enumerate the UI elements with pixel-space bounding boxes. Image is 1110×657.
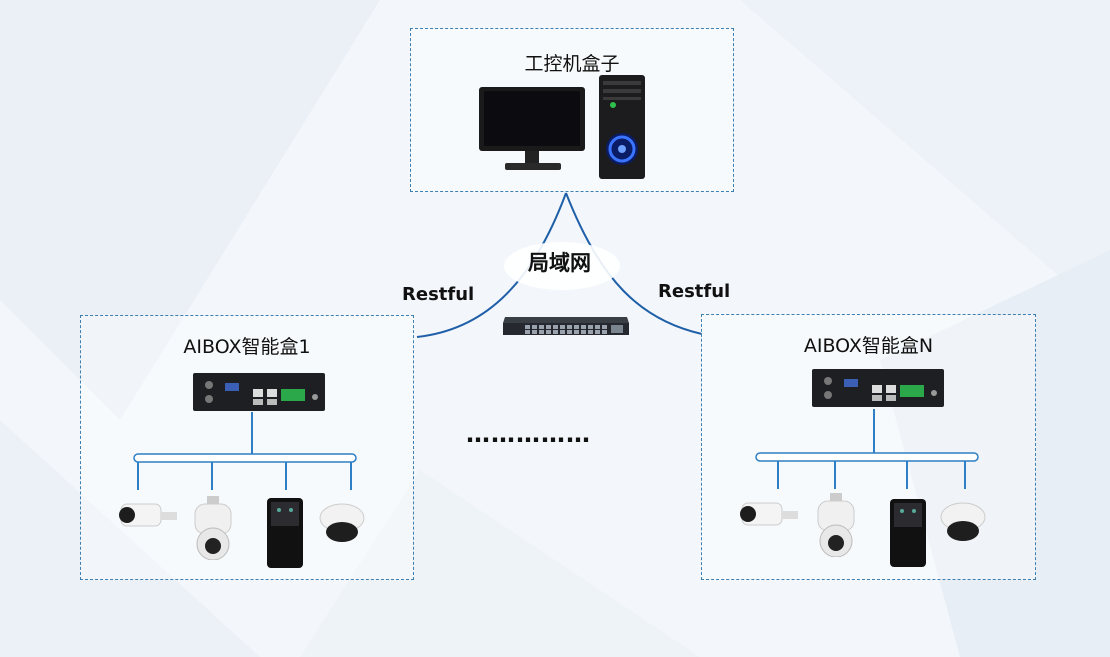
monitor-icon <box>479 87 585 170</box>
ipc-box-title: 工控机盒子 <box>524 53 620 75</box>
lan-cloud-shape <box>504 242 620 290</box>
restful-label-right: Restful <box>658 281 731 302</box>
dome-ptz-camera-icon <box>817 493 855 557</box>
more-boxes-ellipsis: …………… <box>466 420 591 448</box>
restful-link-left <box>416 192 567 338</box>
mini-dome-camera-icon <box>319 503 365 542</box>
camera-bus <box>755 409 979 489</box>
bullet-camera-icon <box>740 502 798 526</box>
face-terminal-icon <box>890 499 926 567</box>
pc-tower-icon <box>599 75 645 179</box>
mini-dome-camera-icon <box>940 502 986 541</box>
restful-link-right <box>565 192 703 335</box>
aibox-1-title: AIBOX智能盒1 <box>183 336 311 358</box>
aibox-n: AIBOX智能盒N <box>701 314 1036 580</box>
aibox-device-icon <box>193 373 325 411</box>
aibox-n-title: AIBOX智能盒N <box>803 335 934 357</box>
restful-label-left: Restful <box>402 284 475 305</box>
bullet-camera-icon <box>119 503 177 527</box>
lan-label: 局域网 <box>528 251 591 275</box>
aibox-1: AIBOX智能盒1 <box>80 315 414 580</box>
network-switch-icon <box>503 317 629 335</box>
camera-bus <box>133 412 357 490</box>
aibox-device-icon <box>812 369 944 407</box>
dome-ptz-camera-icon <box>194 496 232 560</box>
ipc-box: 工控机盒子 <box>410 28 734 192</box>
face-terminal-icon <box>267 498 303 568</box>
